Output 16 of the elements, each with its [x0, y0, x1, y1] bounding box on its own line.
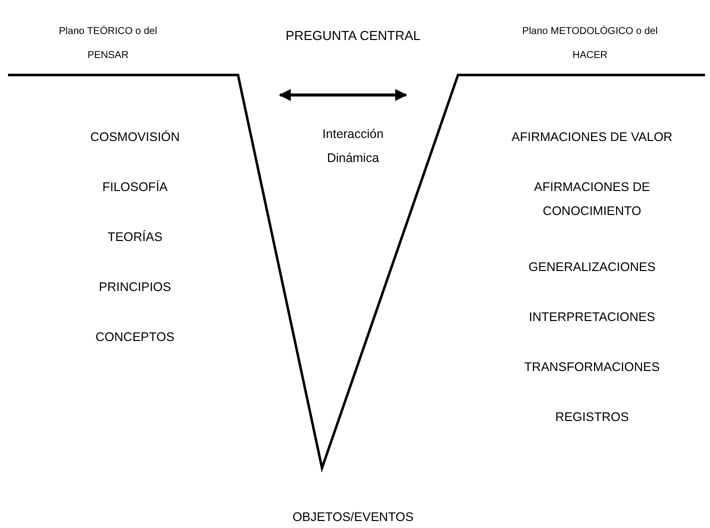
concept-label: TEORÍAS	[108, 230, 162, 244]
base-label: OBJETOS/EVENTOS	[292, 510, 414, 524]
concept-label: GENERALIZACIONES	[528, 260, 656, 274]
concept-label: REGISTROS	[555, 410, 629, 424]
interaction-label: Interacción Dinámica	[322, 127, 384, 165]
concept-label: AFIRMACIONES DE CONOCIMIENTO	[534, 180, 650, 218]
central-question: PREGUNTA CENTRAL	[286, 28, 420, 43]
plane-heading: Plano TEÓRICO o del PENSAR	[58, 26, 158, 61]
concept-label: TRANSFORMACIONES	[524, 360, 660, 374]
concept-label: INTERPRETACIONES	[528, 310, 656, 324]
concept-label: PRINCIPIOS	[98, 280, 172, 294]
plane-heading: Plano METODOLÓGICO o del HACER	[522, 26, 658, 61]
concept-label: AFIRMACIONES DE VALOR	[512, 130, 672, 144]
concept-label: CONCEPTOS	[96, 330, 174, 344]
concept-label: FILOSOFÍA	[102, 180, 168, 194]
concept-label: COSMOVISIÓN	[90, 130, 180, 144]
